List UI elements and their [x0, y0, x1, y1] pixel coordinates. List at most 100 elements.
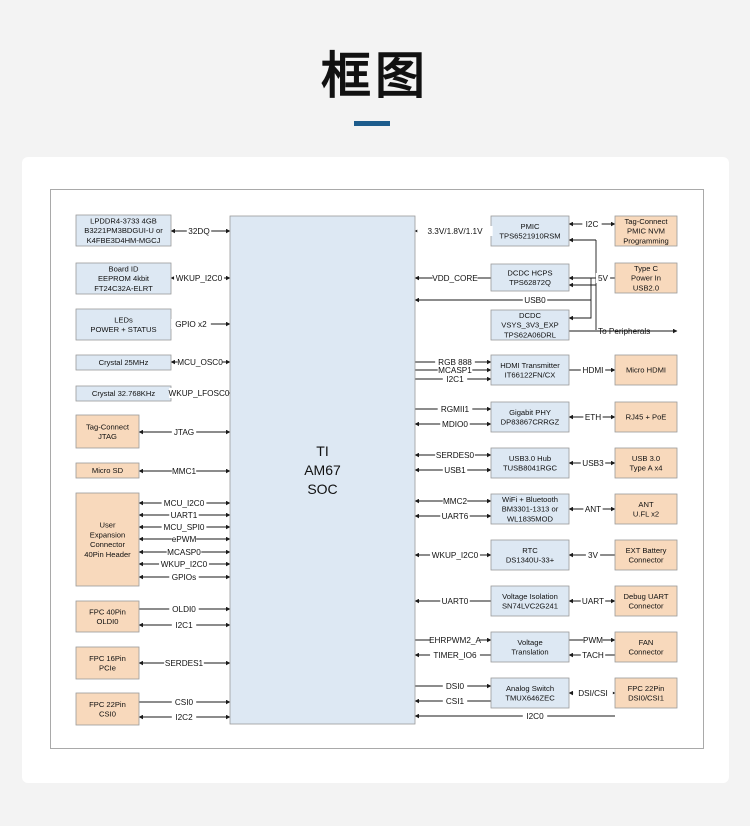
mid-block-hub-text: USB3.0 Hub [509, 454, 551, 463]
left-signal-10: ePWM [172, 534, 197, 544]
right-block-rj45: RJ45 + PoE [614, 401, 678, 433]
mid-block-dcdc1-text: TPS62872Q [509, 278, 551, 287]
left-signal-0: 32DQ [186, 226, 212, 236]
soc-label-3: SOC [307, 481, 337, 497]
left-signal-4-text: WKUP_LFOSC0 [169, 389, 230, 398]
right-block-typec-text: Type C [634, 264, 659, 273]
mid-block-wifi-text: WL1835MOD [507, 514, 554, 523]
right-signal-9: PWM [583, 635, 603, 645]
mid-block-phy-text: Gigabit PHY [509, 408, 551, 417]
left-block-lpddr-text: LPDDR4-3733 4GB [90, 216, 157, 225]
mid-signal-15: TIMER_IO6 [430, 650, 480, 660]
left-signal-1-text: WKUP_I2C0 [176, 274, 223, 283]
right-block-typec-rect [614, 262, 678, 294]
mid-signal-7-text: MDIO0 [442, 420, 468, 429]
left-block-fpc40-text: OLDI0 [97, 617, 119, 626]
soc-label-1: TI [316, 443, 328, 459]
left-block-lpddr-text: B3221PM3BDGUI-U or [84, 226, 163, 235]
mid-signal-4: MCASP1 [437, 365, 473, 375]
mid-block-pmic-text: TPS6521910RSM [499, 232, 560, 241]
mid-signal-13: UART0 [440, 596, 470, 606]
left-signal-16: SERDES1 [164, 658, 204, 668]
left-block-xtal32: Crystal 32.768KHz [75, 385, 172, 402]
mid-signal-18: I2C0 [522, 711, 548, 721]
mid-block-pmic-text: PMIC [521, 222, 541, 231]
mid-block-rtc-text: DS1340U-33+ [506, 556, 555, 565]
right-block-tagnvm-rect [614, 215, 678, 247]
mid-signal-15-text: TIMER_IO6 [433, 651, 477, 660]
mid-signal-14: EHRPWM2_A [429, 635, 481, 645]
mid-signal-14-text: EHRPWM2_A [429, 636, 481, 645]
mid-block-aswitch-rect [490, 677, 570, 709]
right-signal-6: ANT [583, 504, 603, 514]
mid-signal-0: 3.3V/1.8V/1.1V [417, 226, 493, 236]
left-block-fpc16-text: FPC 16Pin [89, 654, 126, 663]
mid-block-iso-text: SN74LVC2G241 [502, 602, 558, 611]
left-block-leds-text: POWER + STATUS [90, 325, 156, 334]
mid-signal-4-text: MCASP1 [438, 366, 472, 375]
left-signal-6: MMC1 [171, 466, 196, 476]
left-block-fpc22l-rect [75, 692, 140, 726]
mid-signal-12-text: WKUP_I2C0 [432, 551, 479, 560]
right-block-rj45-rect [614, 401, 678, 433]
mid-signal-10: MMC2 [442, 496, 467, 506]
mid-block-hdmitx-text: HDMI Transmitter [500, 361, 560, 370]
left-signal-2-text: GPIO x2 [175, 320, 207, 329]
right-block-fpc22r-rect [614, 677, 678, 709]
right-block-microhdmi-rect [614, 354, 678, 386]
right-block-ant-text: U.FL x2 [633, 510, 659, 519]
mid-signal-12: WKUP_I2C0 [430, 550, 480, 560]
right-signal-4: ETH [583, 412, 603, 422]
mid-signal-5: I2C1 [442, 374, 468, 384]
mid-block-rtc-text: RTC [522, 546, 538, 555]
right-block-tagnvm-text: Tag-Connect [624, 217, 668, 226]
mid-block-aswitch-text: TMUX646ZEC [505, 694, 555, 703]
right-block-microhdmi-text: Micro HDMI [626, 366, 666, 375]
right-block-fan-text: FAN [639, 638, 654, 647]
mid-block-iso-text: Voltage Isolation [502, 592, 558, 601]
mid-block-dcdc2-rect [490, 309, 570, 341]
mid-signal-1: VDD_CORE [432, 273, 478, 283]
left-block-expansion-text: 40Pin Header [84, 550, 131, 559]
left-block-leds-text: LEDs [114, 315, 133, 324]
left-block-fpc40-text: FPC 40Pin [89, 607, 126, 616]
right-block-battery-text: Connector [628, 556, 664, 565]
right-signal-2: To Peripherals [598, 327, 650, 336]
left-signal-7: MCU_I2C0 [161, 498, 207, 508]
mid-block-hdmitx-text: IT66122FN/CX [505, 371, 556, 380]
right-block-debug-rect [614, 585, 678, 617]
mid-signal-7: MDIO0 [440, 419, 470, 429]
right-signal-9-text: PWM [583, 636, 603, 645]
left-block-xtal25-text: Crystal 25MHz [99, 358, 149, 367]
right-signal-11-text: DSI/CSI [578, 689, 608, 698]
page-title: 框图 [321, 47, 429, 105]
soc-block [229, 215, 416, 725]
mid-block-dcdc2-text: VSYS_3V3_EXP [501, 321, 558, 330]
mid-block-iso-rect [490, 585, 570, 617]
left-signal-5: JTAG [171, 427, 197, 437]
soc-block-rect [229, 215, 416, 725]
left-signal-0-text: 32DQ [188, 227, 209, 236]
left-block-fpc22l-text: FPC 22Pin [89, 700, 126, 709]
left-signal-1: WKUP_I2C0 [174, 273, 224, 283]
right-block-tagnvm-text: PMIC NVM [627, 227, 665, 236]
left-signal-14: OLDI0 [169, 604, 199, 614]
right-block-usb30-text: Type A x4 [630, 464, 663, 473]
left-signal-17-text: CSI0 [175, 698, 194, 707]
left-signal-10-text: ePWM [172, 535, 197, 544]
rail-5v-dcdc2 [568, 300, 592, 321]
right-block-debug-text: Debug UART [623, 592, 668, 601]
